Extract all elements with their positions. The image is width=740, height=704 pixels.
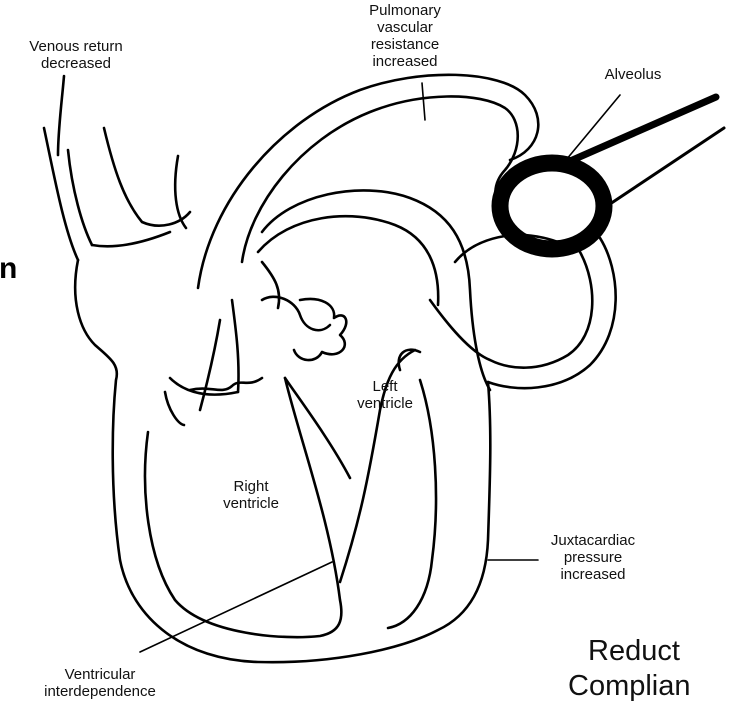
- valve-leaflets: [190, 262, 346, 410]
- pulmonary-vascular-resistance-label: Pulmonary vascular resistance increased: [340, 2, 470, 70]
- cropped-slide-text-line: Complian: [568, 669, 740, 704]
- venous-return-label: Venous return decreased: [2, 38, 150, 72]
- cropped-slide-text-left: n: [0, 252, 17, 286]
- heart-outer-wall: [75, 232, 490, 662]
- left-ventricle-label: Left ventricle: [340, 378, 430, 412]
- ventricular-interdependence-label: Ventricular interdependence: [14, 666, 186, 700]
- alveolus-drawing: [500, 97, 724, 249]
- pulmonary-artery: [198, 75, 538, 288]
- cropped-slide-text-line: Reduct: [568, 634, 740, 669]
- alveolus-label: Alveolus: [586, 66, 680, 83]
- aorta: [258, 190, 490, 390]
- juxtacardiac-pressure-label: Juxtacardiac pressure increased: [528, 532, 658, 583]
- right-ventricle-label: Right ventricle: [206, 478, 296, 512]
- pulmonary-vein: [430, 235, 616, 388]
